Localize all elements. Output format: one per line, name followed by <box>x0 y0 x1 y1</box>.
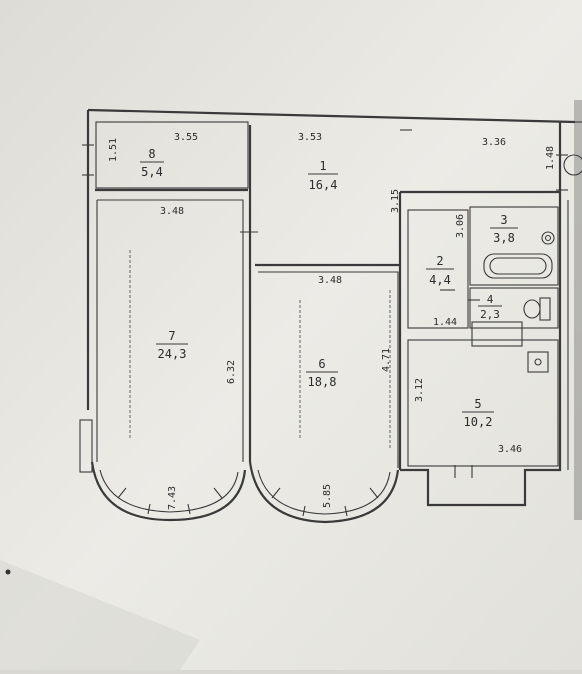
dim-label: 3.36 <box>482 137 506 148</box>
window-marks <box>82 129 568 478</box>
room-area: 10,2 <box>464 415 493 429</box>
room-2-label: 2 4,4 <box>426 254 454 287</box>
inner-walls <box>95 121 560 470</box>
room-area: 5,4 <box>141 165 163 179</box>
room-5-label: 5 10,2 <box>462 397 494 429</box>
room-area: 2,3 <box>480 308 500 321</box>
paper-shadow <box>0 560 200 670</box>
dim-label: 3.55 <box>174 132 198 143</box>
dim-label: 3.46 <box>498 444 522 455</box>
dim-label: 3.15 <box>390 189 401 213</box>
room-4-label: 4 2,3 <box>478 293 502 321</box>
dim-label: 7.43 <box>167 486 178 510</box>
room-number: 1 <box>319 159 326 173</box>
room-area: 16,4 <box>309 178 338 192</box>
edge-shadow <box>574 100 582 520</box>
right-edge-fragment <box>563 121 582 470</box>
dim-label: 5.85 <box>322 484 333 508</box>
dim-label: 3.12 <box>414 378 425 402</box>
dim-label: 1.44 <box>433 317 457 328</box>
bathtub-icon <box>483 253 553 279</box>
dim-label: 4.71 <box>381 348 392 372</box>
dimension-guides <box>129 250 391 450</box>
outer-walls <box>79 108 576 507</box>
toilet-icon <box>523 297 551 321</box>
room-area: 18,8 <box>308 375 337 389</box>
room-area: 3,8 <box>493 231 515 245</box>
bay-window-right <box>248 461 400 524</box>
dim-label: 3.06 <box>455 214 466 238</box>
bay-window-left <box>90 461 247 522</box>
room-number: 6 <box>318 357 325 371</box>
dim-label: 3.53 <box>298 132 322 143</box>
stray-mark <box>5 569 11 575</box>
room-number: 4 <box>487 293 494 306</box>
stove-icon <box>527 351 549 373</box>
room-number: 5 <box>474 397 481 411</box>
room-area: 4,4 <box>429 273 451 287</box>
room-number: 2 <box>436 254 443 268</box>
dim-label: 3.48 <box>318 275 342 286</box>
dimension-labels: 1.51 3.55 3.53 3.36 1.48 3.48 3.15 3.06 … <box>108 132 556 510</box>
dim-label: 3.48 <box>160 206 184 217</box>
room-7-label: 7 24,3 <box>156 329 188 361</box>
sink-icon <box>541 231 555 245</box>
room-number: 7 <box>168 329 175 343</box>
room-1-label: 1 16,4 <box>308 159 338 192</box>
room-number: 3 <box>500 213 507 227</box>
dim-label: 6.32 <box>226 360 237 384</box>
dim-label: 1.51 <box>108 138 119 162</box>
room-number: 8 <box>148 147 155 161</box>
room-3-label: 3 3,8 <box>490 213 518 245</box>
room-6-label: 6 18,8 <box>306 357 338 389</box>
dim-label: 1.48 <box>545 146 556 170</box>
room-8-label: 8 5,4 <box>140 147 164 179</box>
room-area: 24,3 <box>158 347 187 361</box>
